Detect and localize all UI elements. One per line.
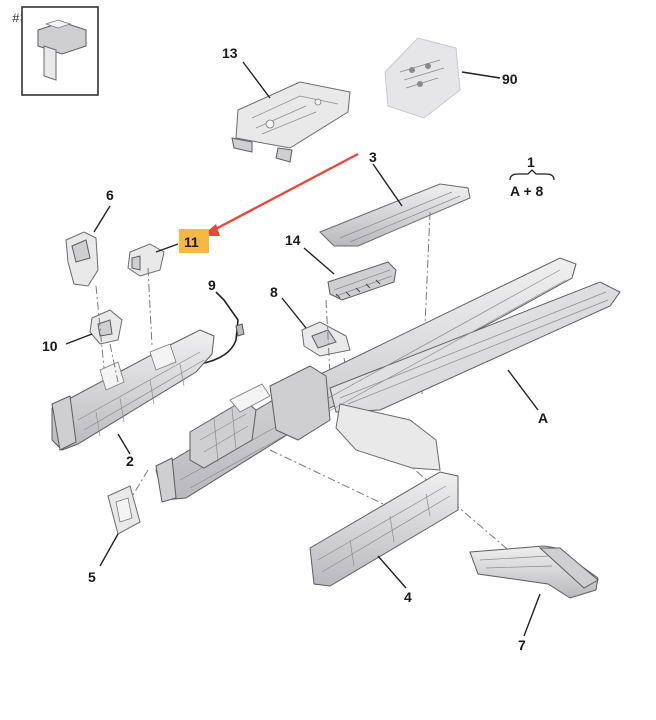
legend-number: 1 — [527, 154, 535, 170]
part-3-upper-rail — [319, 183, 471, 247]
leader-90 — [461, 71, 501, 79]
part-4-lower-rail — [309, 471, 459, 587]
leader-10 — [65, 333, 93, 345]
label-8: 8 — [270, 284, 278, 300]
part-13-bracket — [231, 81, 351, 163]
label-14: 14 — [285, 232, 301, 248]
assembly-legend: 1 A + 8 — [509, 154, 555, 199]
label-3: 3 — [369, 149, 377, 165]
part-11-bracket — [127, 243, 165, 277]
vehicle-location-thumbnail — [21, 6, 99, 96]
leader-4 — [377, 555, 407, 589]
leader-3 — [372, 163, 403, 207]
leader-5 — [99, 533, 119, 567]
part-10-bracket — [89, 309, 123, 345]
part-A-main-rail — [155, 257, 621, 503]
label-A: A — [538, 410, 548, 426]
part-8-mount — [301, 321, 351, 357]
part-2-front-rail — [51, 329, 215, 451]
leader-2 — [117, 433, 131, 455]
part-90-fastener-kit — [384, 37, 461, 119]
label-13: 13 — [222, 45, 238, 61]
legend-formula: A + 8 — [510, 183, 544, 199]
label-10: 10 — [42, 338, 58, 354]
label-11: 11 — [184, 234, 199, 250]
part-7-bracket — [469, 545, 599, 599]
leader-A — [507, 369, 539, 411]
callout-arrow — [202, 152, 359, 236]
leader-14 — [303, 247, 335, 275]
part-14-reinforcement — [327, 261, 397, 301]
label-5: 5 — [88, 569, 96, 585]
label-4: 4 — [404, 589, 412, 605]
highlight-11 — [179, 229, 209, 253]
leader-13 — [242, 61, 271, 99]
leader-7 — [523, 593, 541, 637]
leader-11 — [155, 243, 179, 253]
part-6-bracket — [65, 231, 99, 287]
part-5-plate — [107, 485, 141, 535]
label-90: 90 — [502, 71, 518, 87]
label-7: 7 — [518, 637, 526, 653]
label-2: 2 — [126, 453, 134, 469]
leader-6 — [93, 205, 111, 233]
label-6: 6 — [106, 187, 114, 203]
label-9: 9 — [208, 277, 216, 293]
leader-8 — [281, 297, 307, 329]
